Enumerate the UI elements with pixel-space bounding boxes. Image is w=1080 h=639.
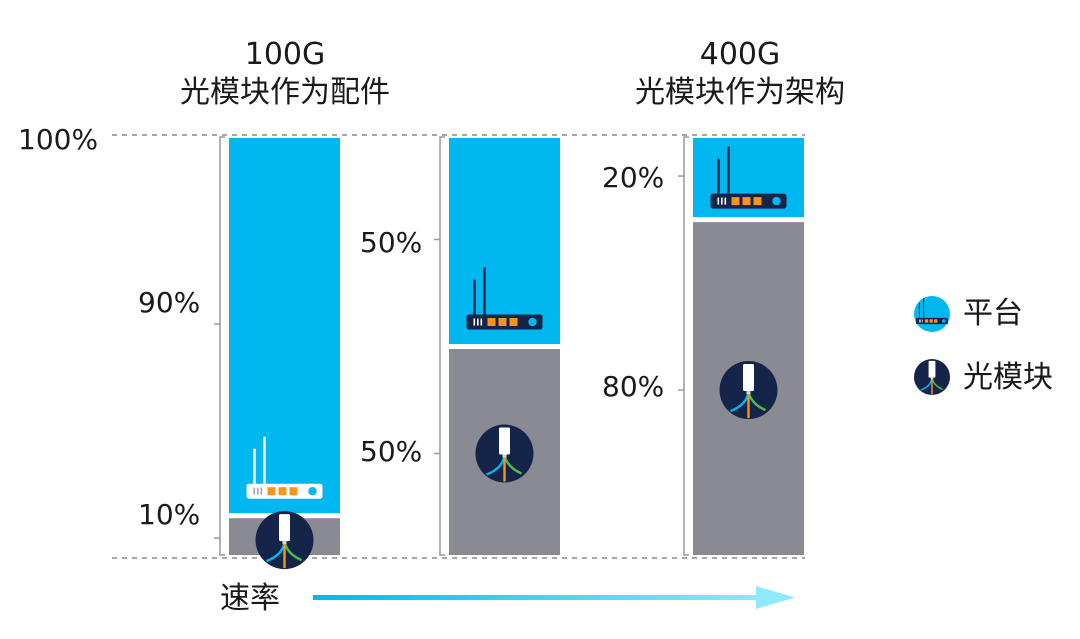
bar-bracket	[219, 136, 225, 556]
legend-module-label: 光模块	[963, 360, 1053, 395]
speed-arrow-head	[756, 586, 795, 609]
bar1-platform-label: 90%	[138, 286, 201, 319]
router-icon	[466, 267, 543, 330]
platform-segment	[229, 138, 340, 514]
title-100g: 100G 光模块作为配件	[170, 36, 400, 112]
speed-label: 速率	[220, 581, 280, 616]
router-icon	[710, 146, 787, 209]
legend-router-icon	[916, 298, 948, 325]
bar1-module-label: 10%	[138, 498, 201, 531]
optical-module-icon	[719, 361, 778, 420]
legend-icons	[914, 296, 950, 395]
speed-arrow-shaft	[313, 595, 768, 600]
title-100g-line1: 100G	[244, 37, 326, 72]
title-100g-line2: 光模块作为配件	[180, 75, 390, 110]
bar3-module-label: 80%	[602, 370, 665, 403]
bar-bracket	[683, 136, 689, 556]
optical-module-icon	[475, 424, 534, 483]
bar-bracket	[439, 136, 445, 556]
bars-layer	[214, 136, 804, 570]
legend-module-icon	[914, 359, 950, 395]
optical-module-icon	[255, 511, 314, 570]
title-400g-line2: 光模块作为架构	[635, 75, 845, 110]
legend-platform-label: 平台	[963, 296, 1023, 331]
platform-segment	[449, 138, 560, 344]
router-icon	[246, 436, 323, 499]
title-400g-line1: 400G	[699, 37, 781, 72]
bar2-platform-label: 50%	[360, 226, 423, 259]
title-400g: 400G 光模块作为架构	[620, 36, 860, 112]
bar3-platform-label: 20%	[602, 161, 665, 194]
bar2-module-label: 50%	[360, 435, 423, 468]
top-axis-label: 100%	[18, 123, 99, 156]
